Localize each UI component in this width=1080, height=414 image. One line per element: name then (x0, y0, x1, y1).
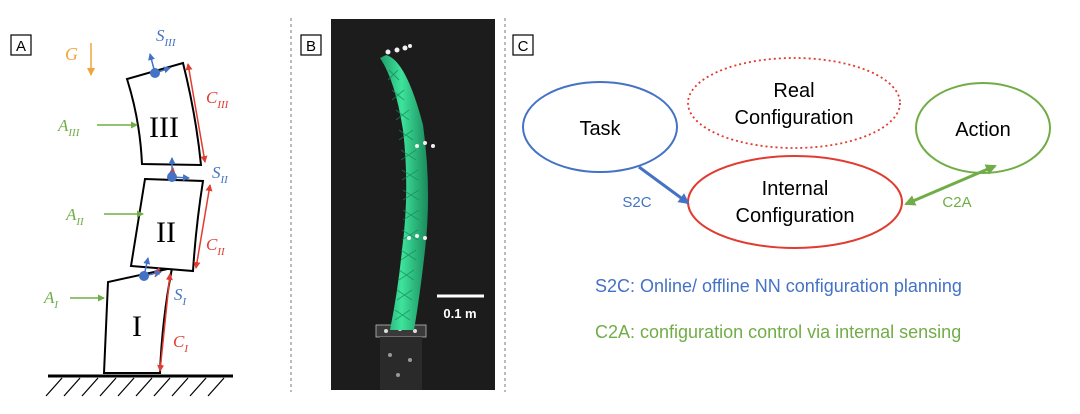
panel-c: C Task Real Configuration Action Interna… (512, 34, 1051, 342)
sensor-iii-label: SIII (156, 26, 177, 49)
node-action-label: Action (955, 119, 1011, 141)
node-internal-line2: Configuration (736, 205, 855, 227)
panel-c-tag-box (512, 34, 534, 56)
config-iii-arrow (185, 63, 208, 163)
panel-a-tag-box (10, 34, 32, 56)
ground (45, 374, 233, 397)
panel-a-tag: A (16, 38, 26, 55)
section-ii-numeral: II (156, 216, 176, 249)
legend-c2a: C2A: configuration control via internal … (595, 322, 961, 342)
action-i-label: AI (43, 288, 59, 311)
edge-s2c (638, 165, 690, 205)
config-i-label: CI (173, 332, 189, 355)
section-iii-numeral: III (149, 111, 179, 144)
action-ii-label: AII (65, 205, 85, 228)
section-ii: II AII CII (65, 177, 226, 278)
legend-s2c: S2C: Online/ offline NN configuration pl… (595, 276, 962, 296)
node-real-line1: Real (773, 80, 814, 102)
panel-b: 0.1 m B (300, 19, 495, 390)
robot-texture (387, 69, 420, 321)
node-internal-line1: Internal (762, 178, 829, 200)
sensor-i: SI (139, 257, 188, 308)
robot-base (375, 324, 427, 390)
edge-s2c-label: S2C (622, 194, 651, 211)
node-task-label: Task (579, 118, 621, 140)
panel-b-tag: B (306, 38, 316, 55)
config-i-arrow (157, 273, 173, 372)
config-ii-arrow (193, 184, 213, 269)
node-real-configuration (687, 57, 901, 149)
config-ii-label: CII (206, 235, 226, 258)
sensor-ii: SII (167, 157, 229, 186)
node-internal-configuration (687, 155, 903, 249)
config-iii-label: CIII (206, 88, 230, 111)
gravity-label: G (65, 44, 78, 64)
edge-c2a-label: C2A (942, 194, 971, 211)
edge-c2a (904, 164, 997, 206)
panel-b-tag-box (300, 34, 322, 56)
sensor-i-label: SI (174, 285, 188, 308)
node-real-line2: Configuration (735, 107, 854, 129)
robot-stem (380, 55, 429, 330)
action-iii-label: AIII (57, 116, 81, 139)
sensor-iii: SIII (148, 26, 177, 78)
panel-a: A G I (10, 26, 233, 397)
sensor-ii-label: SII (212, 163, 229, 186)
section-i-numeral: I (132, 310, 142, 343)
section-i: I AI CI (43, 266, 189, 374)
gravity-indicator: G (65, 43, 95, 76)
panel-c-tag: C (518, 38, 529, 55)
scale-label: 0.1 m (443, 306, 476, 321)
robot-markers (385, 44, 435, 240)
node-task (522, 81, 678, 173)
section-iii: III AIII CIII (57, 61, 230, 176)
